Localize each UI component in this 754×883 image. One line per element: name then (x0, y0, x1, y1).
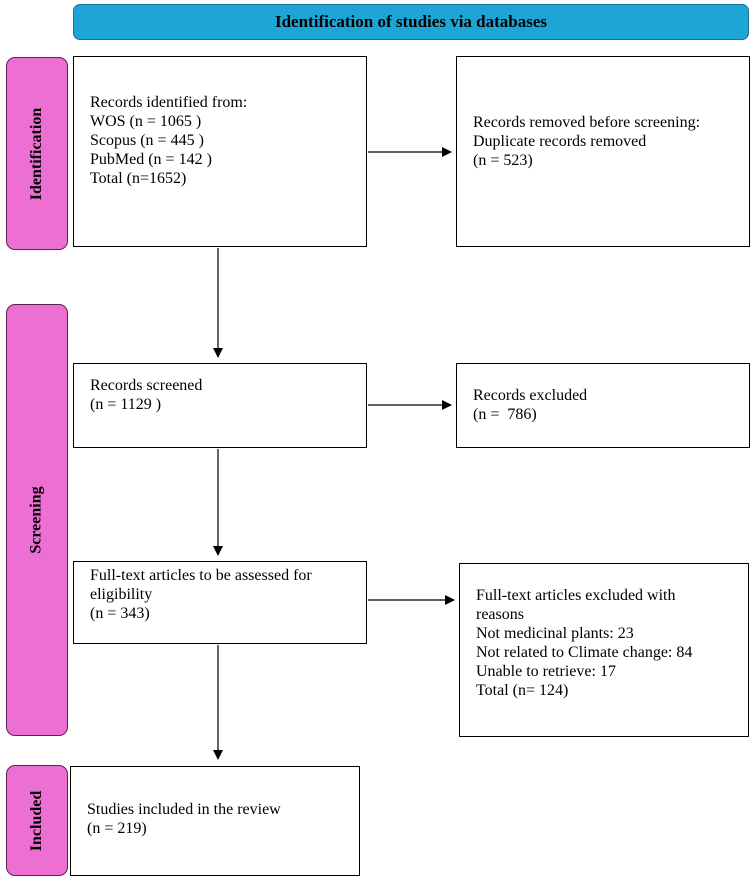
fulltext-excluded-box: Full-text articles excluded with reasons… (459, 563, 749, 737)
records-excluded-box: Records excluded (n = 786) (456, 363, 750, 448)
box-line: Unable to retrieve: 17 (476, 663, 616, 680)
box-line: Studies included in the review (87, 801, 281, 818)
box-line: eligibility (90, 586, 153, 603)
records-removed-box: Records removed before screening: Duplic… (456, 56, 750, 247)
box-line: Full-text articles excluded with (476, 587, 676, 604)
phase-identification: Identification (6, 57, 68, 250)
box-line: Records screened (90, 377, 203, 394)
header-title: Identification of studies via databases (274, 12, 548, 31)
box-line: Scopus (n = 445 ) (90, 132, 204, 149)
records-identified-box: Records identified from: WOS (n = 1065 )… (73, 56, 367, 247)
studies-included-box: Studies included in the review (n = 219) (70, 766, 360, 876)
box-line: WOS (n = 1065 ) (90, 113, 202, 130)
box-line: reasons (476, 606, 524, 623)
box-line: Records removed before screening: (473, 114, 701, 131)
box-line: (n = 786) (473, 406, 537, 423)
box-line: (n = 523) (473, 152, 533, 169)
box-line: Full-text articles to be assessed for (90, 567, 312, 584)
box-line: Total (n= 124) (476, 682, 569, 699)
records-screened-box: Records screened (n = 1129 ) (73, 363, 367, 448)
box-line: Total (n=1652) (90, 170, 187, 187)
box-line: Records identified from: (90, 94, 248, 111)
box-line: (n = 343) (90, 605, 150, 622)
fulltext-assessed-box: Full-text articles to be assessed for el… (73, 561, 367, 644)
box-line: Records excluded (473, 387, 588, 404)
box-line: PubMed (n = 142 ) (90, 151, 212, 168)
header-banner: Identification of studies via databases (73, 4, 749, 40)
box-line: (n = 1129 ) (90, 396, 162, 413)
box-line: Not medicinal plants: 23 (476, 625, 634, 642)
box-line: Duplicate records removed (473, 133, 647, 150)
phase-screening: Screening (6, 304, 68, 736)
box-line: Not related to Climate change: 84 (476, 644, 693, 661)
phase-included: Included (6, 765, 68, 876)
box-line: (n = 219) (87, 820, 147, 837)
